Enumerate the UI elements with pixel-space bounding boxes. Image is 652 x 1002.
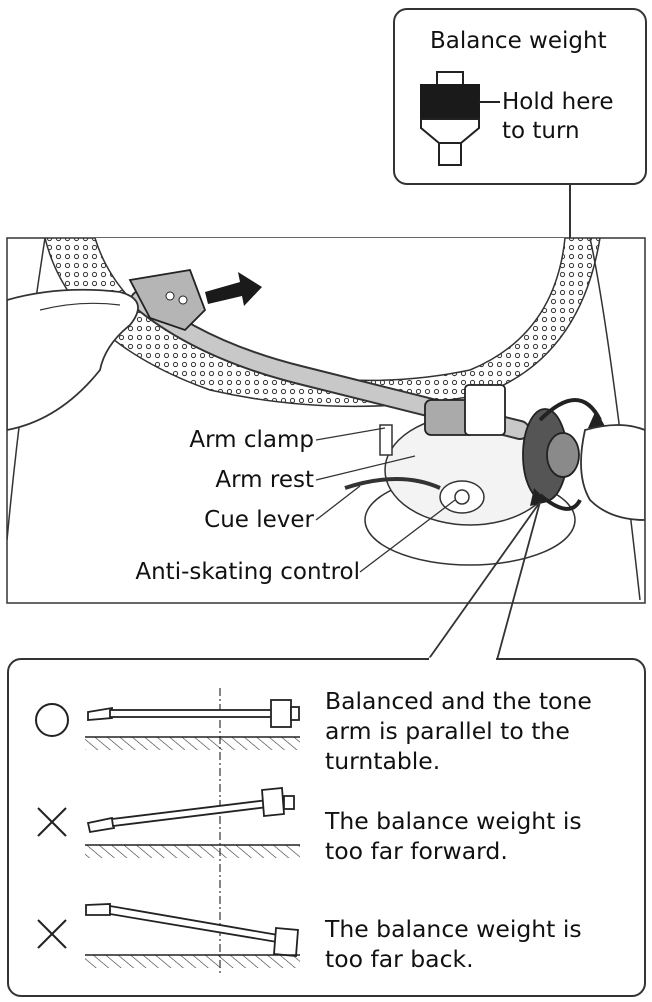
arm-rest-label: Arm rest [215,467,314,493]
back-caption: The balance weight is too far back. [325,915,582,973]
ok-circle-mark [35,703,69,737]
back-arm-figure [37,903,300,968]
callout-title: Balance weight [430,28,607,54]
forward-arm-figure [37,787,300,858]
balanced-caption: Balanced and the tone arm is parallel to… [325,687,592,775]
balance-weight-icon [420,71,500,166]
turntable-illustration [6,237,646,604]
anti-skating-label: Anti-skating control [135,559,360,585]
ng-cross-mark-2 [37,919,67,949]
hold-here-label: Hold here to turn [502,89,614,144]
forward-caption: The balance weight is too far forward. [325,807,582,865]
cue-lever-label: Cue lever [204,507,314,533]
balance-examples-panel [7,657,646,997]
balanced-arm-figure [35,699,300,750]
ng-cross-mark-1 [37,807,67,837]
arm-clamp-label: Arm clamp [189,427,314,453]
